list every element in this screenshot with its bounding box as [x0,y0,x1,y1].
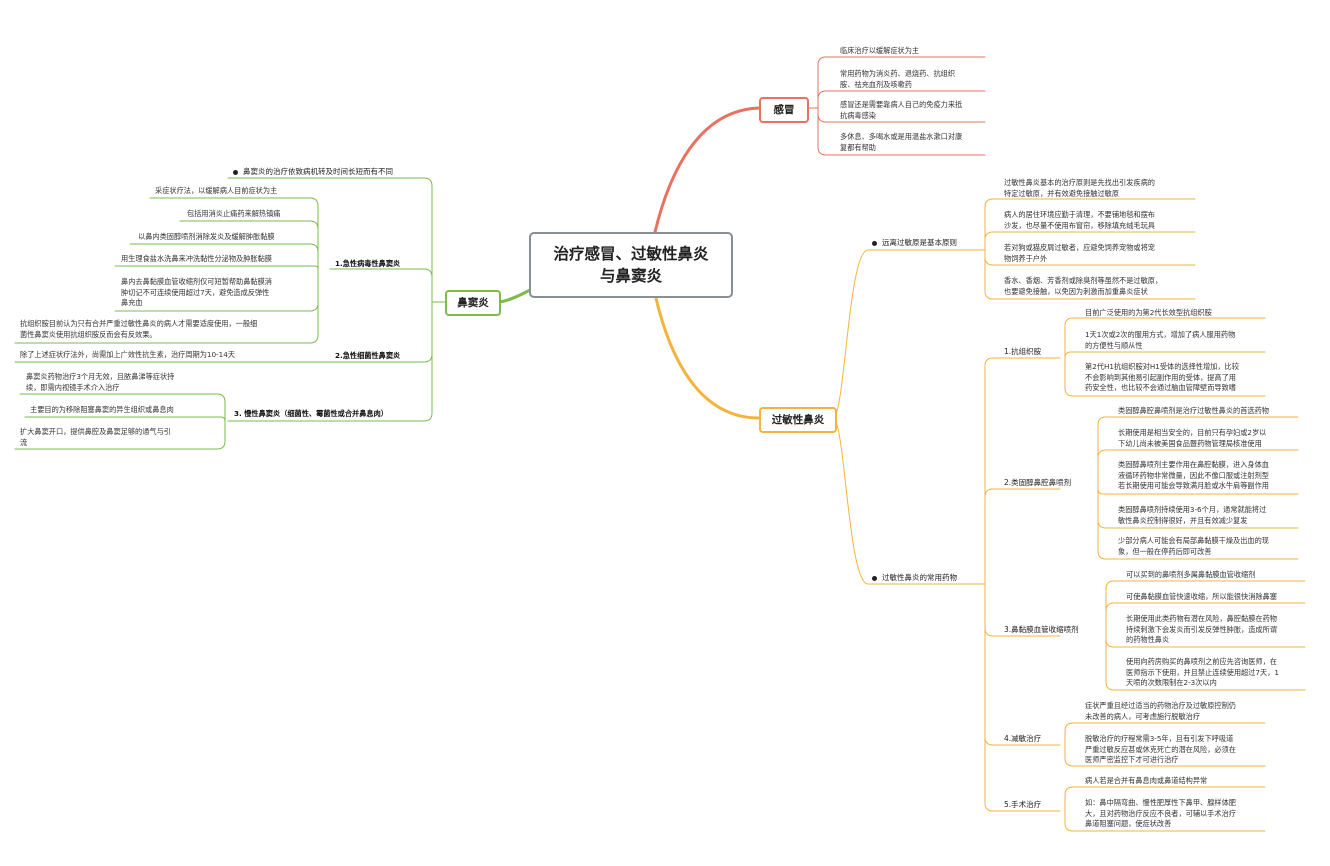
sinus-item: 扩大鼻窦开口，提供鼻腔及鼻窦足够的通气与引 流 [20,427,171,447]
bullet-dot-icon [872,240,877,246]
drug-item: 长期使用是相当安全的，目前只有孕妇或2岁以 下幼儿尚未被美国食品暨药物管理局核准… [1118,428,1267,448]
drug-group-label[interactable]: 3.鼻黏膜血管收缩喷剂 [1004,625,1079,634]
sinus-item: 除了上述症状疗法外，尚需加上广效性抗生素，治疗周期为10-14天 [20,350,235,359]
principle-item: 过敏性鼻炎基本的治疗原则是先找出引发疾病的 特定过敏原，并有效避免接触过敏原 [1004,178,1155,198]
drug-item: 可以买到的鼻喷剂多属鼻黏膜血管收缩剂 [1126,570,1256,579]
connector-line [299,265,319,270]
connector-line [204,393,226,422]
connector-line [1064,744,1266,767]
sinus-item: 抗组织胺目前认为只有合并严重过敏性鼻炎的病人才需要适度使用，一般细 菌性鼻窦炎使… [20,319,258,339]
sinus-item: 采症状疗法，以缓解病人目前症状为主 [155,186,278,195]
drug-item: 第2代H1抗组织胺对H1受体的选择性增加，比较 不会影响到其他易引起副作用的受体… [1085,362,1239,392]
connector-line [409,177,433,303]
connector-line [299,268,319,344]
drug-item: 1天1次或2次的服用方式，增加了病人服用药物 的方便性与顺从性 [1085,330,1236,350]
sinus-group-label[interactable]: 2.急性细菌性鼻窦炎 [335,351,401,360]
connector-line [409,301,433,363]
cold-item: 常用药物为消炎药、退烧药、抗组织 胺、祛充血剂及咳嗽药 [840,69,956,89]
drug-item: 类固醇鼻腔鼻喷剂是治疗过敏性鼻炎的首选药物 [1118,406,1269,415]
connector-line [299,220,319,270]
sinus-intro[interactable]: 鼻窦炎的治疗依致病机转及时间长短而有不同 [233,166,393,177]
drug-item: 长期使用此类药物有潜在风险，鼻腔黏膜在药物 持续刺激下会发炎而引发反弹性肿胀，造… [1126,614,1277,644]
sinus-group-label[interactable]: 3. 慢性鼻窦炎（细菌性、霉菌性或合并鼻息肉） [234,409,388,418]
drug-item: 类固醇鼻喷剂持续使用3-6个月，通常就能将过 敏性鼻炎控制得很好，并且有效减少复… [1118,505,1267,525]
drug-item: 可使鼻黏膜血管快速收缩，所以能很快消除鼻塞 [1126,592,1277,601]
sinus-item: 鼻内去鼻黏膜血管收缩剂仅可短暂帮助鼻黏膜消 肿切记不可连续使用超过7天，避免造成… [121,277,272,307]
connector-line [984,249,1196,300]
connector-line [817,56,986,109]
principle-item: 香水、香烟、芳香剂或除臭剂等虽然不是过敏原， 也要避免接触，以免因为刺激而加重鼻… [1004,276,1163,296]
sinus-item: 主要目的为移除阻塞鼻窦的异生组织或鼻息肉 [30,405,174,414]
center-topic[interactable]: 治疗感冒、过敏性鼻炎 与鼻窦炎 [529,232,733,298]
connector-line [409,268,433,303]
drug-item: 如：鼻中隔弯曲、慢性肥厚性下鼻甲、腺样体肥 大，且对药物治疗反应不良者，可辅以手… [1085,798,1236,828]
connector-line [817,107,986,156]
connector-line [1097,416,1299,490]
branch-allergy[interactable]: 过敏性鼻炎 [759,407,837,433]
drug-item: 脱敏治疗的疗程常需3-5年，且有引发下呼吸道 严重过敏反应甚或休克死亡的潜在风险… [1085,734,1236,764]
drug-group-label[interactable]: 4.减敏治疗 [1004,734,1042,743]
connector-line [984,231,1196,251]
connector-line [495,288,532,304]
sinus-item: 以鼻内类固醇喷剂消除发炎及缓解肿胀黏膜 [138,232,275,241]
connector-line [1064,351,1266,359]
drug-item: 症状严重且经过适当的药物治疗及过敏原控制仍 未改善的病人，可考虑施行脱敏治疗 [1085,701,1236,721]
connector-line [14,393,206,450]
bullet-dot-icon [872,575,877,581]
connector-line [14,197,301,344]
connector-line [984,583,1061,812]
drug-group-label[interactable]: 5.手术治疗 [1004,800,1042,809]
sinus-item: 包括用消炎止痛药来解热镇痛 [187,209,281,218]
sinus-group-label[interactable]: 1.急性病毒性鼻窦炎 [335,259,401,268]
sinus-item: 鼻窦炎药物治疗3个月无效，且脓鼻涕等症状持 续，即需内视镜手术介入治疗 [26,372,175,392]
connector-line [1097,449,1299,490]
connector-line [204,416,226,422]
connector-line [984,198,1196,251]
connector-line [204,420,226,450]
connector-line [1064,357,1266,397]
sinus-item: 用生理食盐水洗鼻来冲洗黏性分泌物及肿胀黏膜 [121,254,272,263]
cold-item: 多休息、多喝水或是用温盐水漱口对康 复都有帮助 [840,132,963,152]
branch-sinus[interactable]: 鼻窦炎 [445,290,501,316]
drug-item: 病人若是合并有鼻息肉或鼻道结构异常 [1085,776,1208,785]
drug-group-label[interactable]: 2.类固醇鼻腔鼻喷剂 [1004,478,1072,487]
drug-group-label[interactable]: 1.抗组织胺 [1004,347,1042,356]
principle-item: 若对狗或猫皮屑过敏者，应避免饲养宠物或将宠 物饲养于户外 [1004,243,1155,263]
connector-line [653,106,761,234]
cold-item: 临床治疗以缓解症状为主 [840,46,920,55]
drug-item: 使用向药房购买的鼻喷剂之前应先咨询医师，在 医师指示下使用，并且禁止连续使用超过… [1126,657,1279,687]
allergy-principle[interactable]: 远离过敏原是基本原则 [872,237,957,248]
drug-item: 少部分病人可能会有局部鼻黏膜干燥及出血的现 象，但一般在停药后即可改善 [1118,536,1269,556]
connector-line [817,90,986,109]
principle-item: 病人的居住环境应勤于清理，不要铺地毯和摆布 沙发，也尽量不使用布窗帘，移除填充绒… [1004,210,1155,230]
connector-line [984,488,1061,585]
connector-line [984,583,1061,746]
drug-item: 类固醇鼻喷剂主要作用在鼻腔黏膜，进入身体血 液循环药物非常微量，因此不像口服或注… [1118,460,1269,490]
connector-line [299,268,319,312]
drug-item: 目前广泛使用的为第2代长效型抗组织胺 [1085,308,1212,317]
connector-line [832,417,986,585]
branch-cold[interactable]: 感冒 [759,97,809,123]
cold-item: 感冒还是需要靠病人自己的免疫力来抵 抗病毒感染 [840,100,963,120]
connector-line [832,249,986,419]
bullet-dot-icon [233,169,238,175]
connector-line [299,243,319,270]
allergy-drugs[interactable]: 过敏性鼻炎的常用药物 [872,572,957,583]
connector-line [1064,810,1266,832]
connector-line [1064,786,1266,812]
connector-line [1064,722,1266,746]
connector-line [1105,602,1306,637]
connector-line [1105,635,1306,691]
connector-line [653,292,761,420]
connector-line [299,197,319,270]
connector-line [1097,488,1299,560]
connector-line [984,357,1061,585]
connector-line [409,301,433,422]
connector-line [1105,580,1306,637]
connector-line [1064,317,1266,359]
